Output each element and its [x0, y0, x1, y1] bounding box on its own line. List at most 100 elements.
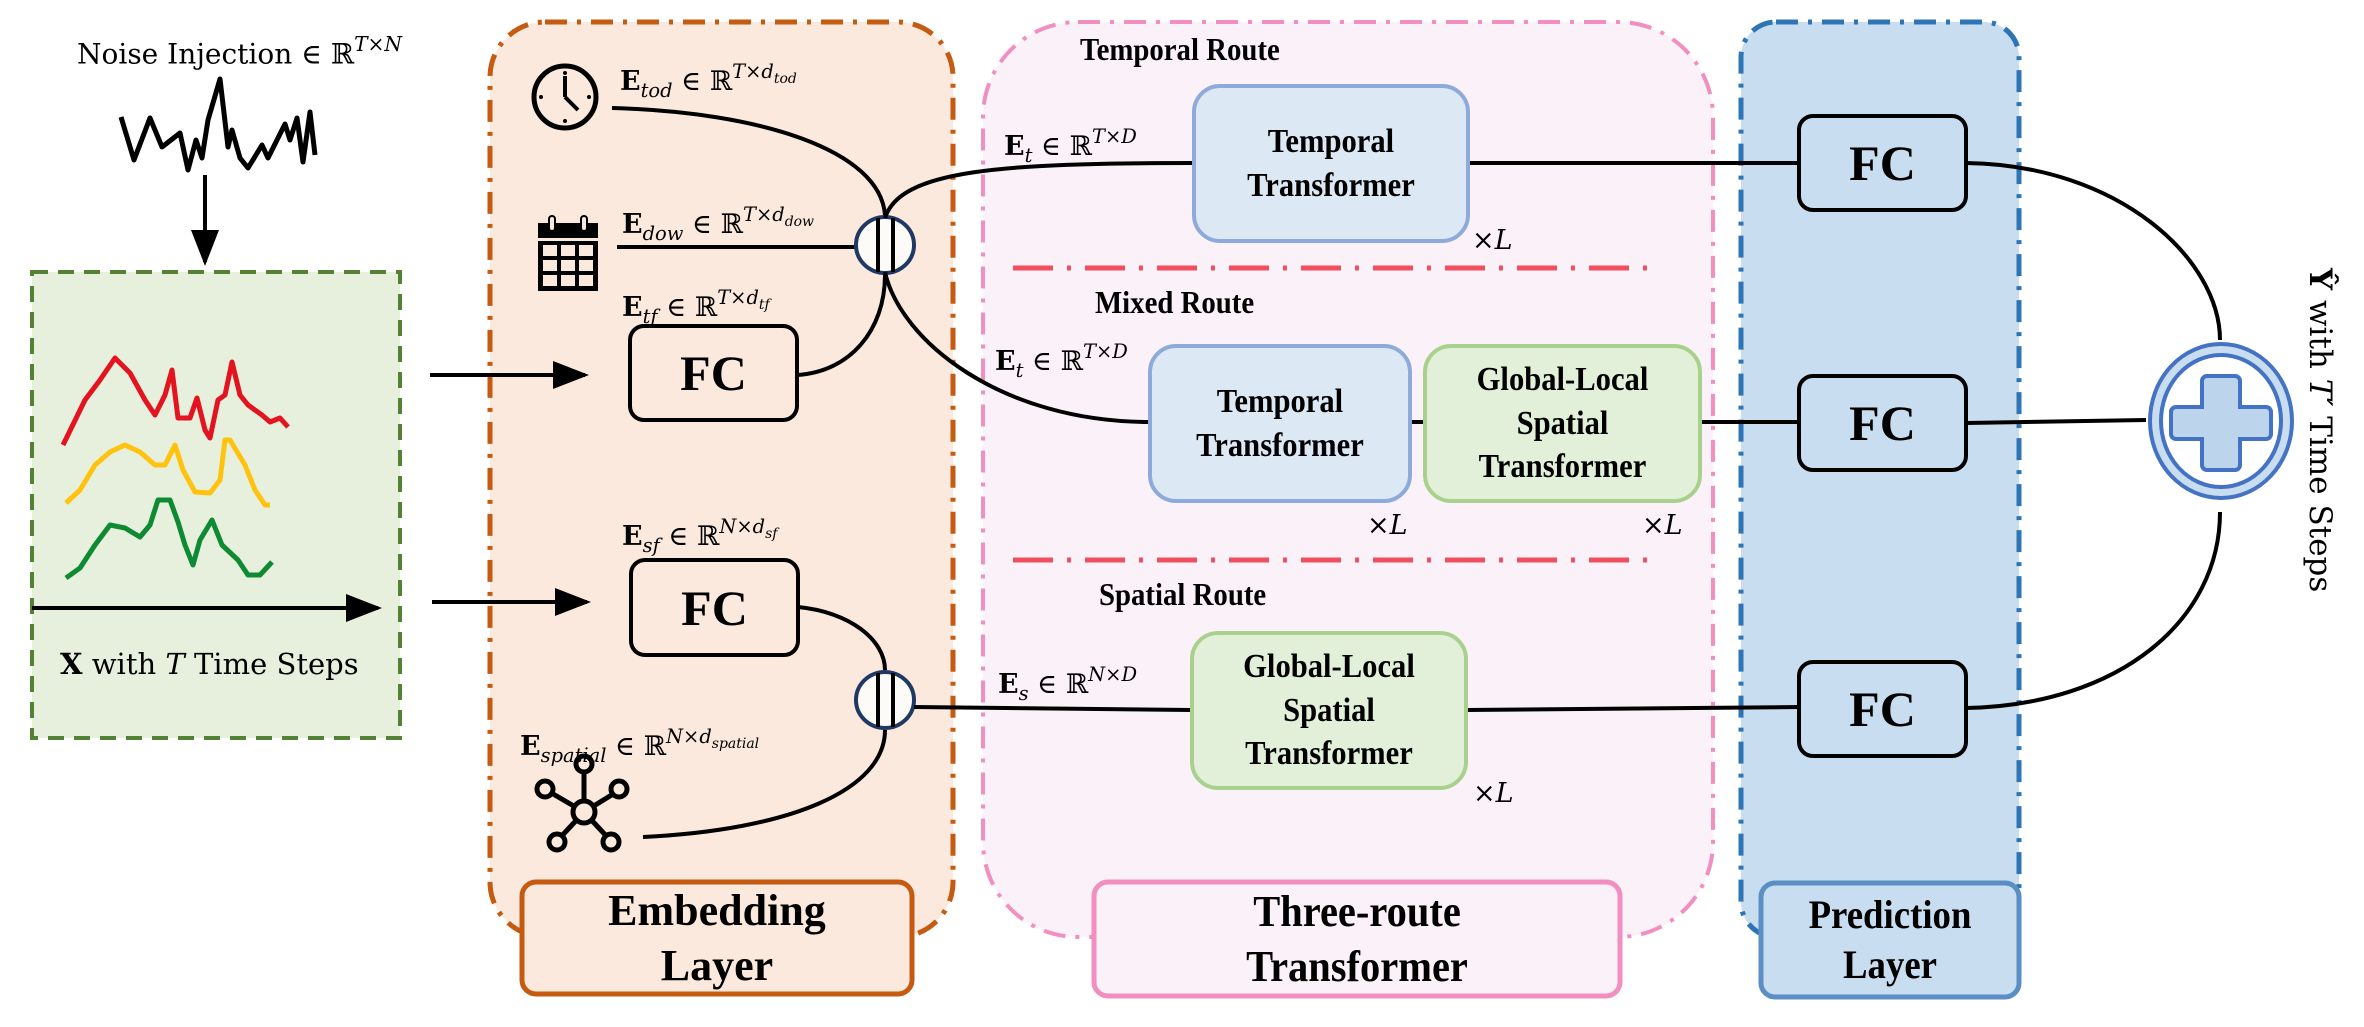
title-line: Three-route	[1253, 887, 1461, 936]
e-sub: sf	[642, 533, 660, 557]
repeat-label: ×L	[1642, 510, 1683, 541]
e-sub: t	[1015, 358, 1024, 382]
e-supsub: tf	[758, 296, 770, 313]
e-base: E	[620, 66, 641, 98]
fc-prediction-label: FC	[1849, 681, 1916, 737]
e-supsub: tod	[773, 70, 797, 87]
block-line: Transformer	[1245, 735, 1413, 773]
e-tf-label: Etf ∈ ℝT×dtf	[622, 288, 770, 326]
e-sub: dow	[642, 221, 684, 245]
temporal-route-input-label: Et ∈ ℝT×D	[1004, 127, 1137, 165]
x-label-t: T	[165, 647, 185, 681]
e-dow-label: Edow ∈ ℝT×ddow	[622, 205, 814, 243]
e-base: E	[520, 731, 541, 763]
series-line-yellow	[64, 437, 270, 508]
y-hat-symbol: Ŷ	[2302, 268, 2338, 291]
sf-connector	[797, 605, 887, 671]
concat-icon	[854, 670, 916, 730]
e-sf-label: Esf ∈ ℝN×dsf	[622, 517, 777, 555]
output-y-label: Ŷ with T′ Time Steps	[2302, 268, 2338, 592]
clock-icon	[531, 63, 599, 131]
e-supsub: sf	[765, 525, 778, 542]
graph-network-icon	[534, 753, 630, 853]
fc-prediction-label: FC	[1849, 395, 1916, 451]
e-sup: N×D	[1088, 663, 1138, 686]
spatial-route-input-label: Es ∈ ℝN×D	[998, 665, 1137, 703]
e-sub: t	[1024, 143, 1033, 167]
x-label-mid: with	[82, 647, 166, 681]
spatial-transformer-box	[1423, 344, 1702, 503]
embedding-layer-label-box	[519, 879, 915, 997]
noise-injection-label: Noise Injection ∈ ℝT×N	[77, 34, 402, 68]
three-route-title: Three-route Transformer	[1115, 882, 1599, 996]
e-sup: N×d	[719, 515, 766, 538]
e-sup: T×d	[742, 203, 785, 226]
concat-icon	[854, 215, 916, 275]
e-sub: tod	[640, 78, 673, 102]
pred-connector-bottom	[1965, 511, 2222, 710]
title-line: Layer	[660, 941, 774, 990]
spatial-transformer-box	[1190, 631, 1468, 790]
y-label-tprime: T′	[2302, 378, 2338, 407]
temporal-transformer-label: Temporal Transformer	[1208, 86, 1455, 241]
e-supsub: spatial	[711, 735, 760, 752]
noise-label-sup: T×N	[354, 32, 403, 56]
e-sup: T×D	[1092, 125, 1137, 148]
pred-connector-top	[1965, 161, 2222, 341]
repeat-label: ×L	[1472, 225, 1513, 256]
plus-sum-icon	[2148, 342, 2294, 500]
noise-signal	[118, 76, 318, 173]
x-label-end: Time Steps	[184, 647, 359, 681]
fc-prediction-label: FC	[1849, 135, 1916, 191]
block-line: Temporal	[1216, 382, 1344, 420]
x-symbol: X	[60, 647, 83, 681]
e-base: E	[622, 292, 643, 324]
e-base: E	[622, 521, 643, 553]
e-base: E	[622, 209, 643, 241]
series-line-green	[64, 497, 274, 581]
e-base: E	[995, 346, 1016, 378]
e-sup: N×d	[666, 725, 712, 748]
temporal-route-title: Temporal Route	[1080, 31, 1280, 67]
block-line: Transformer	[1478, 448, 1647, 486]
block-line: Global-Local	[1476, 361, 1649, 399]
e-mid: ∈ ℝ	[683, 209, 743, 241]
e-tod-label: Etod ∈ ℝT×dtod	[620, 62, 797, 100]
y-label-mid: with	[2302, 290, 2338, 379]
e-sub: tf	[642, 304, 658, 328]
mixed-route-line	[883, 271, 1151, 424]
fc-box-spatial	[629, 558, 800, 657]
spatial-connector	[642, 729, 887, 839]
fc-spatial-label: FC	[681, 579, 748, 636]
e-mid: ∈ ℝ	[1028, 669, 1089, 701]
y-label-end: Time Steps	[2302, 406, 2338, 593]
block-line: Temporal	[1267, 122, 1395, 160]
e-supsub: dow	[784, 213, 815, 230]
e-mid: ∈ ℝ	[672, 66, 733, 98]
e-mid: ∈ ℝ	[1032, 131, 1092, 163]
pred-connector-mid	[1965, 418, 2147, 425]
e-sup: T×d	[732, 60, 774, 83]
input-x-label: X with T Time Steps	[60, 650, 359, 679]
spatial-transformer-label: Global-Local Spatial Transformer	[1206, 633, 1453, 788]
block-line: Transformer	[1247, 166, 1415, 204]
temporal-route-line	[883, 161, 1195, 219]
spatial-transformer-label: Global-Local Spatial Transformer	[1439, 346, 1687, 501]
spatial-route-out	[1465, 705, 1801, 712]
mixed-route-input-label: Et ∈ ℝT×D	[995, 342, 1128, 380]
block-line: Spatial	[1516, 404, 1609, 442]
e-spatial-label: Espatial ∈ ℝN×dspatial	[520, 727, 759, 765]
three-route-label-box	[1091, 879, 1623, 999]
e-mid: ∈ ℝ	[657, 292, 718, 324]
fc-box-temporal	[628, 324, 799, 422]
series-line-red	[60, 355, 290, 447]
mixed-route-title: Mixed Route	[1095, 284, 1255, 320]
repeat-label: ×L	[1367, 510, 1408, 541]
e-mid: ∈ ℝ	[1023, 346, 1083, 378]
tod-connector	[611, 106, 887, 216]
e-sub: spatial	[540, 743, 607, 767]
e-sup: T×d	[717, 286, 759, 309]
calendar-icon	[538, 215, 598, 291]
title-line: Prediction	[1808, 892, 1972, 937]
